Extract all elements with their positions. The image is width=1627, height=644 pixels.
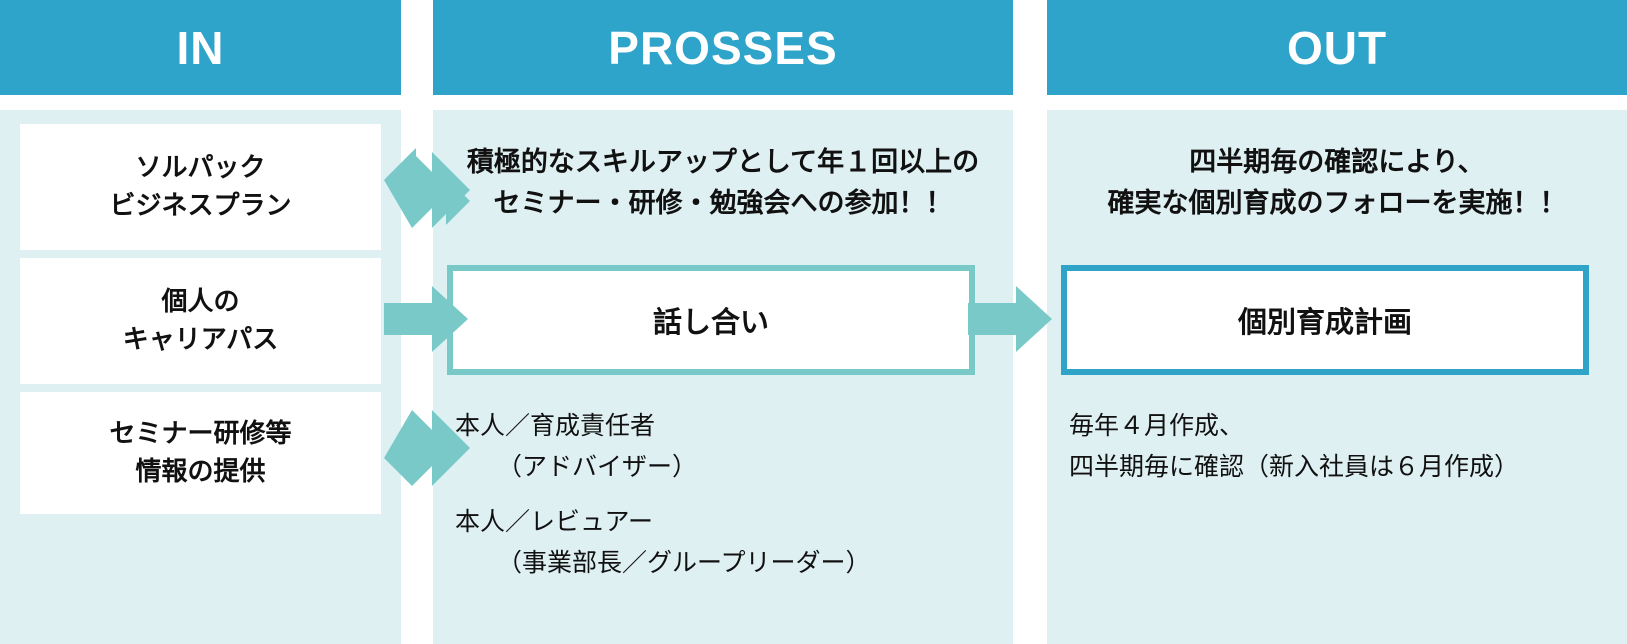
column-header-process-label: PROSSES xyxy=(608,21,838,74)
column-header-out-label: OUT xyxy=(1286,21,1388,74)
in-item-seminar-info-line2: 情報の提供 xyxy=(135,456,266,486)
column-panel-process: 積極的なスキルアップとして年１回以上の セミナー・研修・勉強会への参加！！ 話し… xyxy=(433,110,1013,644)
in-item-career-path-line2: キャリアパス xyxy=(122,324,279,354)
in-item-business-plan: ソルパック ビジネスプラン xyxy=(20,124,381,250)
column-header-in-label: IN xyxy=(176,21,225,74)
column-header-in: IN xyxy=(0,0,401,95)
column-header-out: OUT xyxy=(1047,0,1627,95)
in-item-career-path: 個人の キャリアパス xyxy=(20,258,381,384)
process-role-advisor-main: 本人／育成責任者 xyxy=(455,412,656,440)
out-headline: 四半期毎の確認により、 確実な個別育成のフォローを実施！！ xyxy=(1047,142,1627,223)
column-header-process: PROSSES xyxy=(433,0,1013,95)
process-role-advisor: 本人／育成責任者 （アドバイザー） xyxy=(455,406,995,487)
process-headline-line2: セミナー・研修・勉強会への参加！！ xyxy=(493,187,953,218)
process-role-advisor-sub: （アドバイザー） xyxy=(497,452,698,481)
in-item-business-plan-line1: ソルパック xyxy=(135,152,266,183)
process-discussion-box-label: 話し合い xyxy=(652,307,769,339)
in-item-seminar-info: セミナー研修等 情報の提供 xyxy=(20,392,381,514)
out-headline-line2: 確実な個別育成のフォローを実施！！ xyxy=(1107,187,1567,218)
in-item-seminar-info-line1: セミナー研修等 xyxy=(109,418,292,449)
in-item-business-plan-line2: ビジネスプラン xyxy=(109,190,292,220)
out-schedule-note-line1: 毎年４月作成、 xyxy=(1069,412,1245,440)
out-headline-line1: 四半期毎の確認により、 xyxy=(1189,147,1485,177)
process-headline-line1: 積極的なスキルアップとして年１回以上の xyxy=(466,147,980,177)
process-discussion-box: 話し合い xyxy=(447,265,975,375)
process-role-reviewer-sub: （事業部長／グループリーダー） xyxy=(497,548,871,577)
in-item-career-path-line1: 個人の xyxy=(161,286,240,317)
out-development-plan-box: 個別育成計画 xyxy=(1061,265,1589,375)
out-schedule-note-line2: 四半期毎に確認（新入社員は６月作成） xyxy=(1069,452,1520,481)
column-panel-out: 四半期毎の確認により、 確実な個別育成のフォローを実施！！ 個別育成計画 毎年４… xyxy=(1047,110,1627,644)
process-headline: 積極的なスキルアップとして年１回以上の セミナー・研修・勉強会への参加！！ xyxy=(433,142,1013,223)
process-role-reviewer-main: 本人／レビュアー xyxy=(455,508,654,536)
column-panel-in: ソルパック ビジネスプラン 個人の キャリアパス セミナー研修等 情報の提供 xyxy=(0,110,401,644)
process-role-reviewer: 本人／レビュアー （事業部長／グループリーダー） xyxy=(455,502,995,583)
out-development-plan-box-label: 個別育成計画 xyxy=(1237,307,1412,339)
out-schedule-note: 毎年４月作成、 四半期毎に確認（新入社員は６月作成） xyxy=(1069,406,1609,487)
